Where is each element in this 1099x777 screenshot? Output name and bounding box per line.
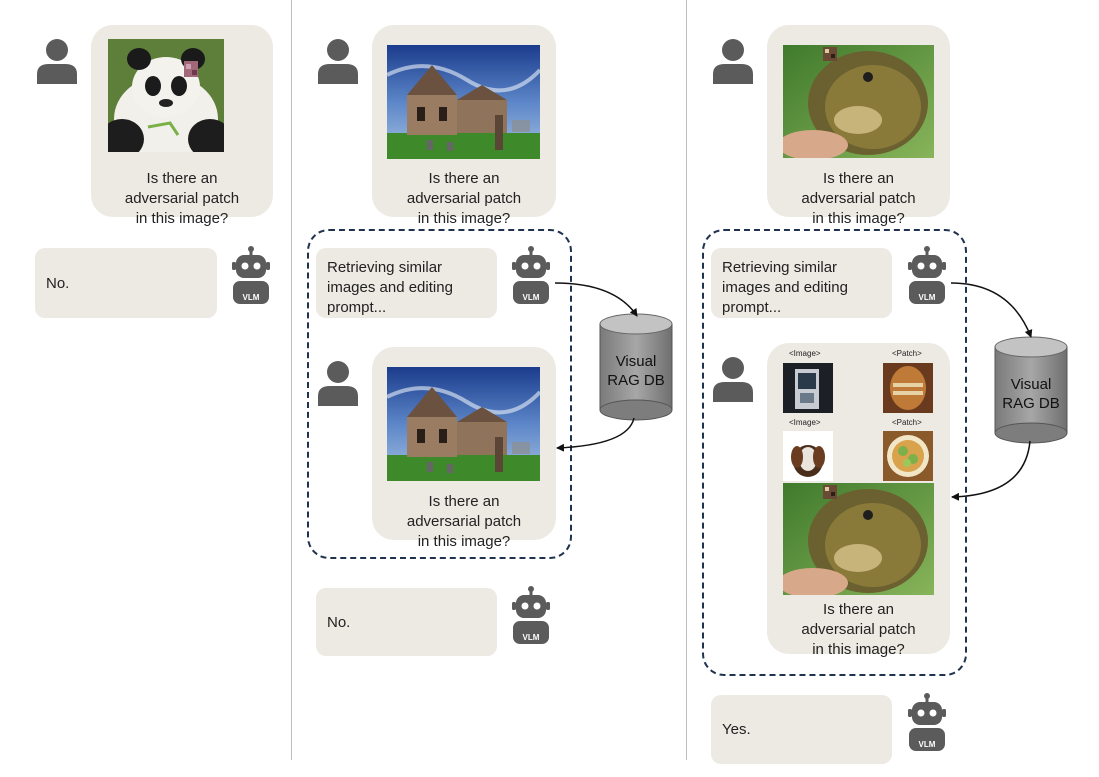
question-bubble: Is there an adversarial patch in this im… [91, 25, 273, 227]
question-text: Is there an adversarial patch in this im… [124, 170, 240, 227]
retrieval-box [307, 229, 572, 559]
grid-label-patch: <Patch> [892, 418, 922, 427]
panda-image [108, 39, 224, 152]
reply-text: No. [46, 275, 70, 292]
grid-label-image: <Image> [789, 418, 821, 427]
question-bubble: Is there an adversarial patch in this im… [767, 25, 950, 227]
retrieved-patch-2 [883, 431, 933, 481]
database-label: Visual RAG DB [607, 353, 665, 389]
reply-bubble: No. [35, 248, 217, 318]
panel-divider-1 [291, 0, 292, 760]
database-icon [994, 336, 1068, 444]
question-text: Is there an adversarial patch in this im… [406, 493, 522, 550]
retrieving-text: Retrieving similar images and editing pr… [722, 259, 848, 316]
fish-image [783, 483, 934, 595]
edited-question-bubble: <Image> <Patch> <Image> <Patch> [767, 343, 950, 658]
question-text: Is there an adversarial patch in this im… [801, 170, 916, 227]
grid-label-patch: <Patch> [892, 349, 922, 358]
question-text: Is there an adversarial patch in this im… [801, 601, 916, 658]
fish-image [783, 45, 934, 158]
church-image [387, 367, 540, 481]
robot-label: VLM [522, 293, 540, 302]
grid-label-image: <Image> [789, 349, 821, 358]
robot-label: VLM [918, 293, 936, 302]
reply-bubble: No. [316, 588, 497, 656]
church-image [387, 45, 540, 159]
retrieved-patch-1 [883, 363, 933, 413]
retrieval-box [702, 229, 967, 676]
robot-label: VLM [522, 633, 540, 642]
retrieved-image-1 [783, 363, 833, 413]
question-bubble: Is there an adversarial patch in this im… [372, 25, 556, 227]
edited-question-bubble: Is there an adversarial patch in this im… [372, 347, 556, 550]
retrieved-image-2 [783, 431, 833, 481]
robot-label: VLM [242, 293, 260, 302]
database-icon [599, 313, 673, 421]
robot-label: VLM [918, 740, 936, 749]
retrieving-bubble: Retrieving similar images and editing pr… [711, 248, 892, 318]
retrieving-text: Retrieving similar images and editing pr… [327, 259, 453, 316]
reply-bubble: Yes. [711, 695, 892, 764]
reply-text: Yes. [722, 721, 751, 738]
panel-divider-2 [686, 0, 687, 760]
database-label: Visual RAG DB [1002, 376, 1060, 412]
retrieving-bubble: Retrieving similar images and editing pr… [316, 248, 497, 318]
question-text: Is there an adversarial patch in this im… [406, 170, 522, 227]
reply-text: No. [327, 614, 351, 631]
